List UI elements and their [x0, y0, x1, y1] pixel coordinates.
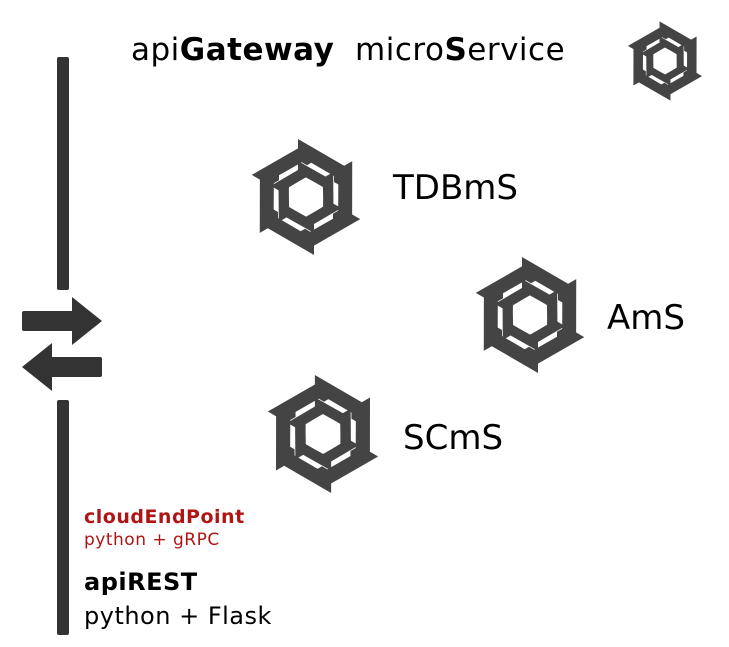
- title-strong: Gateway: [179, 32, 335, 68]
- service-label-ams: AmS: [607, 298, 685, 338]
- page-title: apiGateway microService: [131, 32, 565, 68]
- endpoint-stack: python + gRPC: [84, 530, 220, 550]
- api-name: apiREST: [84, 568, 198, 596]
- title-prefix: api: [131, 32, 180, 68]
- hexagon-service-icon: [624, 14, 706, 108]
- title-s: S: [444, 32, 468, 68]
- bidirectional-arrows-icon: [22, 297, 102, 391]
- title-ervice: ervice: [467, 32, 566, 68]
- endpoint-name: cloudEndPoint: [84, 506, 245, 528]
- hexagon-service-icon: [470, 248, 590, 382]
- title-micro: micro: [355, 32, 445, 68]
- api-stack: python + Flask: [84, 602, 272, 630]
- hexagon-service-icon: [262, 366, 384, 502]
- connector-bar-bottom: [57, 400, 69, 635]
- service-label-scms: SCmS: [403, 418, 504, 458]
- hexagon-service-icon: [246, 130, 366, 264]
- connector-bar-top: [57, 57, 69, 290]
- service-label-tdbms: TDBmS: [393, 168, 518, 208]
